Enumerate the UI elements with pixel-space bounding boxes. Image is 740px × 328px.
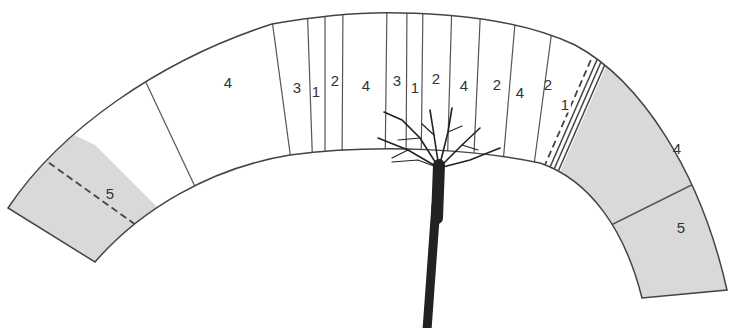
callout-number: 4 — [360, 77, 372, 94]
callout-number: 4 — [671, 140, 683, 157]
callout-number: 5 — [675, 219, 687, 236]
callout-number: 2 — [430, 70, 442, 87]
callout-number: 2 — [491, 76, 503, 93]
callout-number: 1 — [409, 79, 421, 96]
callout-number: 2 — [542, 76, 554, 93]
callout-number: 3 — [391, 72, 403, 89]
callout-number: 1 — [559, 96, 571, 113]
callout-number: 1 — [310, 83, 322, 100]
callout-number: 4 — [222, 74, 234, 91]
callout-number: 4 — [458, 77, 470, 94]
callout-number: 5 — [104, 185, 116, 202]
neuron-tree — [378, 108, 500, 328]
callout-number: 4 — [514, 84, 526, 101]
layer-borders — [126, 0, 740, 233]
grey-region — [552, 30, 740, 328]
callout-number: 3 — [291, 79, 303, 96]
callout-number: 2 — [329, 72, 341, 89]
arch-outline — [8, 13, 727, 298]
dashed-borders — [31, 30, 620, 260]
